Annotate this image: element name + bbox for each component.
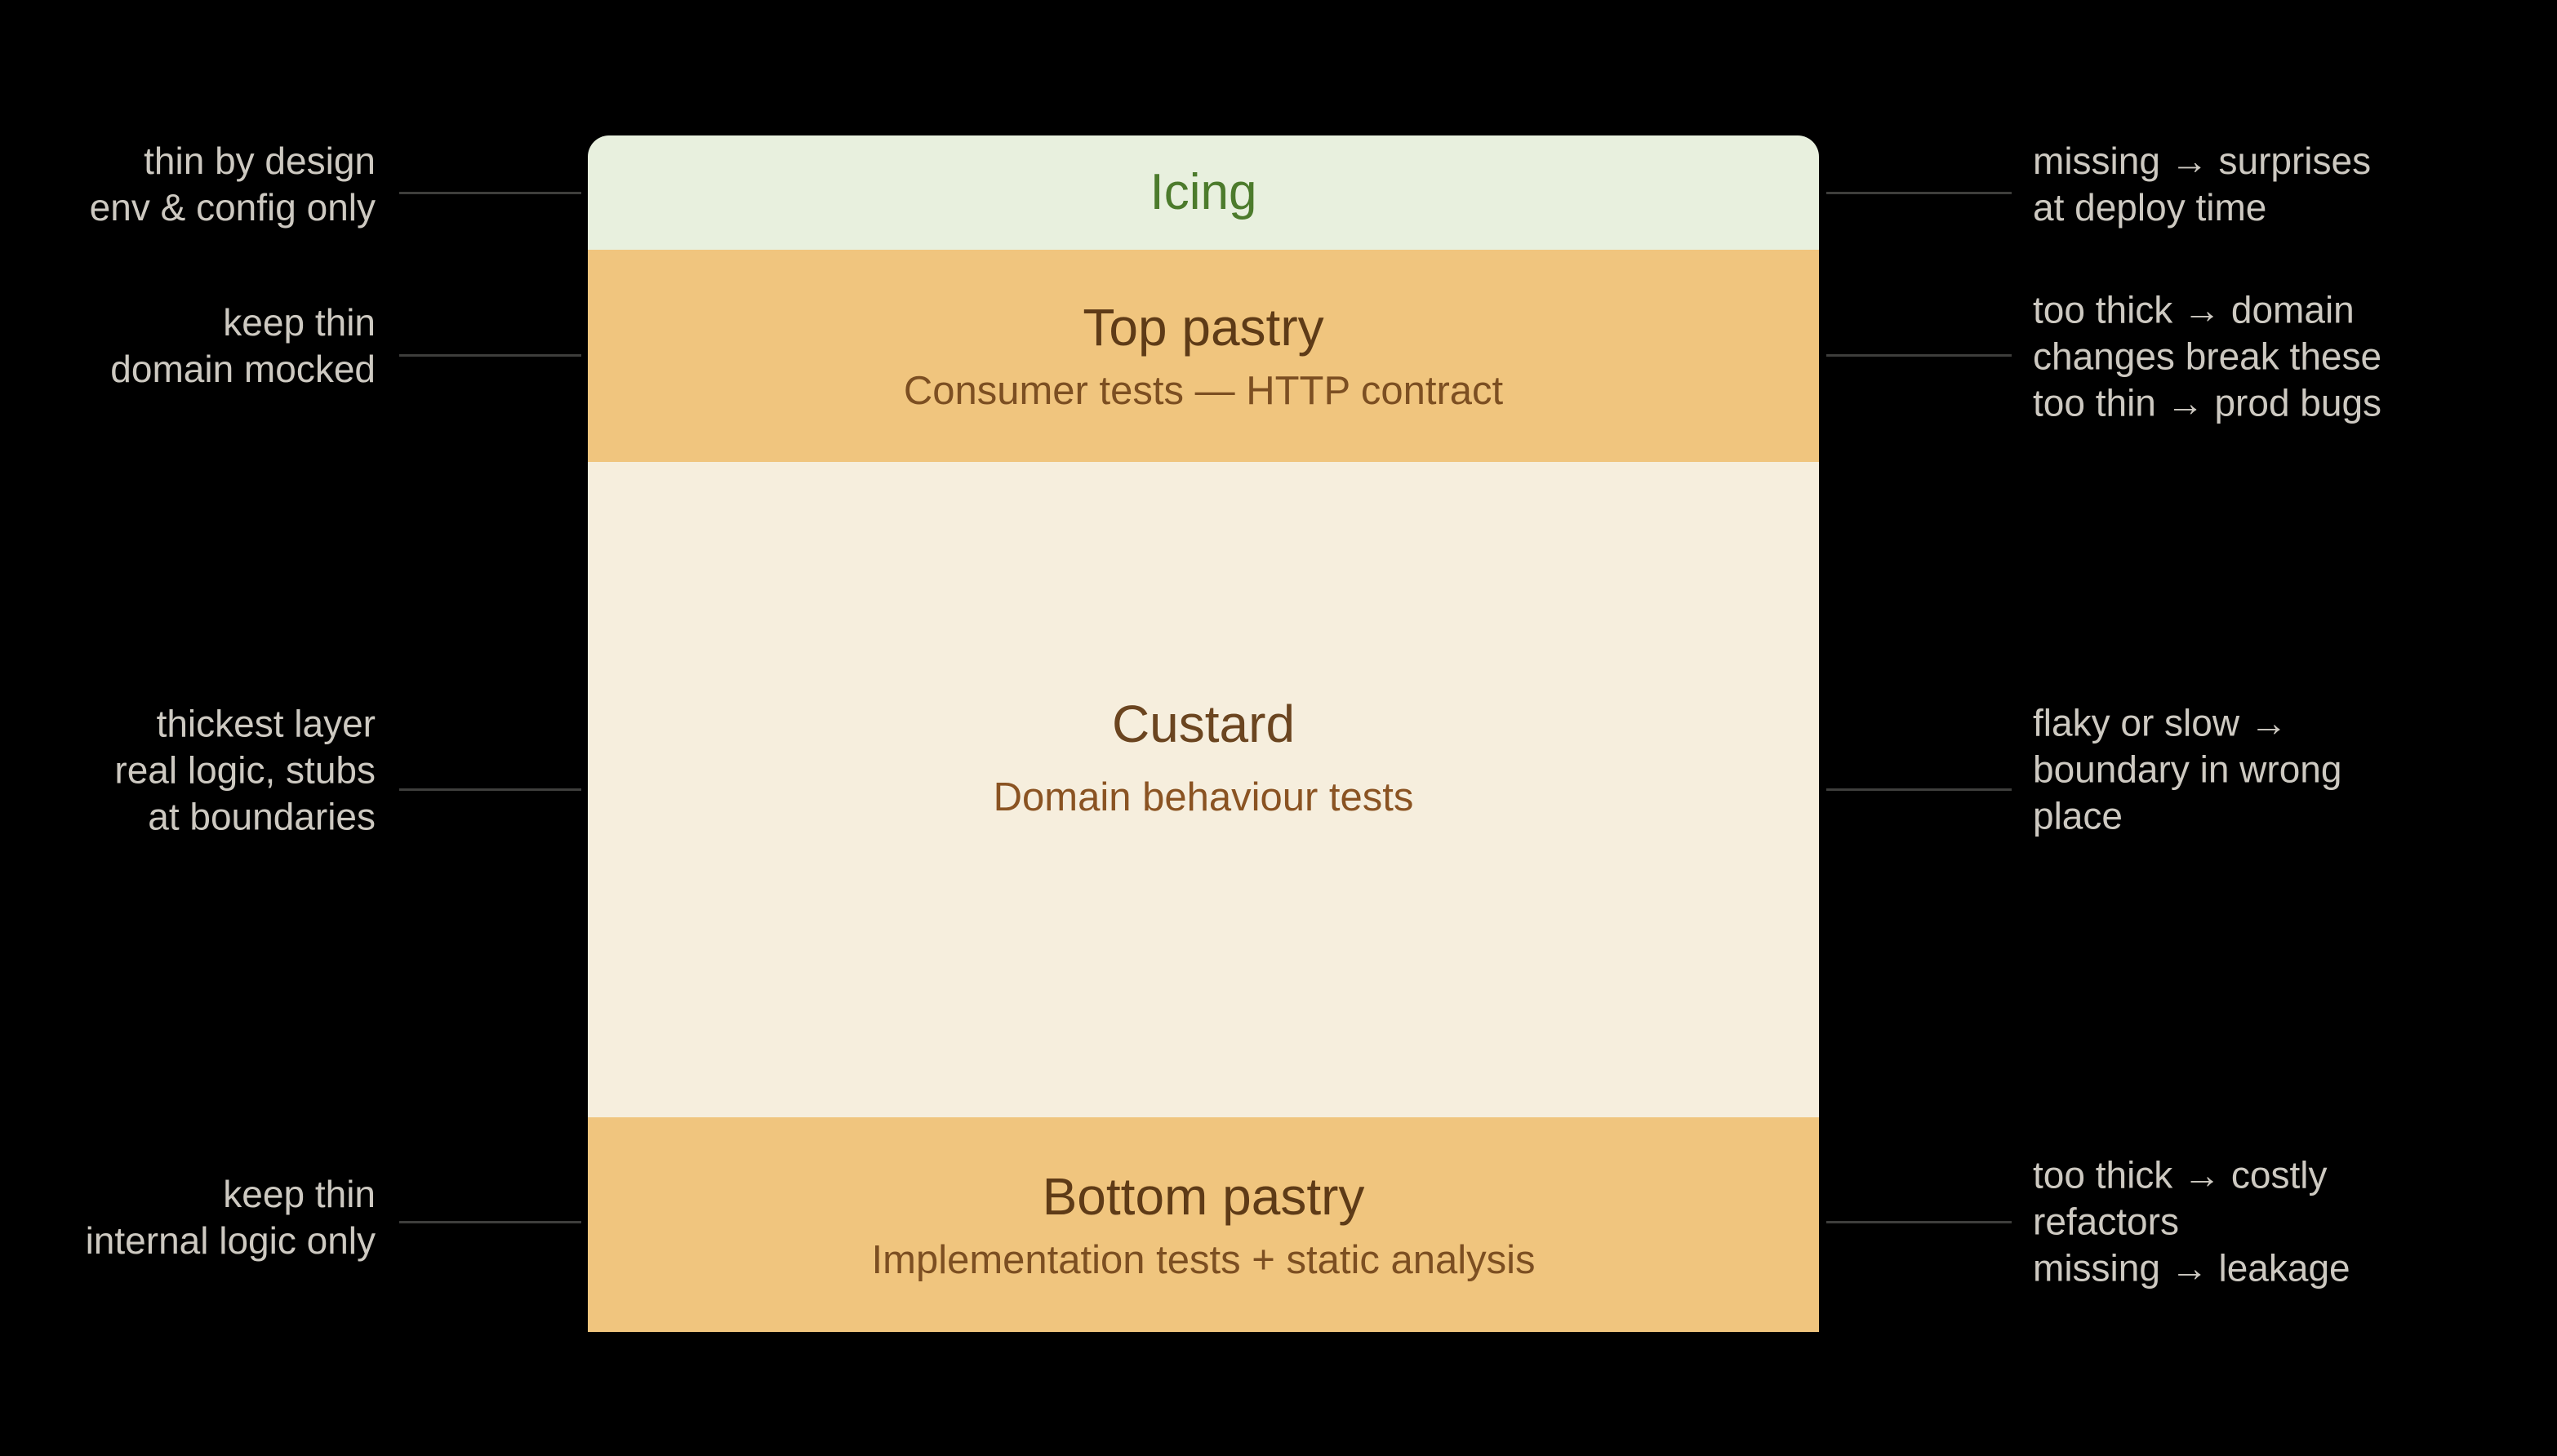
note-line: missing → surprises [2033, 140, 2372, 182]
connector-right-custard [1826, 788, 2012, 791]
note-left-icing: thin by design env & config only [16, 138, 376, 231]
note-line: at deploy time [2033, 186, 2267, 229]
layer-custard-content: Custard Domain behaviour tests [994, 693, 1414, 822]
note-right-top-pastry: too thick → domain changes break these t… [2033, 287, 2539, 427]
note-line: missing → leakage [2033, 1246, 2350, 1290]
note-line: too thin → prod bugs [2033, 381, 2382, 424]
note-line: too thick → costly [2033, 1153, 2328, 1196]
note-left-top-pastry: keep thin domain mocked [16, 300, 376, 393]
note-line: thin by design [144, 140, 376, 182]
layer-bottom-pastry: Bottom pastry Implementation tests + sta… [588, 1117, 1819, 1332]
layer-icing-title: Icing [1150, 164, 1257, 220]
note-line: at boundaries [148, 795, 376, 838]
note-line: thickest layer [156, 702, 376, 745]
note-line: internal logic only [85, 1219, 376, 1262]
connector-left-bottom-pastry [399, 1221, 581, 1223]
connector-right-icing [1826, 192, 2012, 194]
connector-left-custard [399, 788, 581, 791]
connector-left-icing [399, 192, 581, 194]
note-line: flaky or slow → [2033, 701, 2288, 744]
connector-right-bottom-pastry [1826, 1221, 2012, 1223]
note-right-bottom-pastry: too thick → costly refactors missing → l… [2033, 1152, 2539, 1292]
layer-icing: Icing [588, 135, 1819, 250]
layer-bottom-pastry-subtitle: Implementation tests + static analysis [871, 1237, 1536, 1282]
layer-top-pastry: Top pastry Consumer tests — HTTP contrac… [588, 250, 1819, 462]
connector-right-top-pastry [1826, 354, 2012, 357]
note-line: place [2033, 794, 2123, 837]
note-line: changes break these [2033, 335, 2382, 378]
note-right-custard: flaky or slow → boundary in wrong place [2033, 700, 2539, 840]
note-right-icing: missing → surprises at deploy time [2033, 138, 2539, 231]
layer-custard-subtitle: Domain behaviour tests [993, 775, 1414, 819]
note-line: boundary in wrong [2033, 748, 2342, 791]
note-line: refactors [2033, 1200, 2179, 1243]
connector-left-top-pastry [399, 354, 581, 357]
note-line: domain mocked [110, 348, 376, 390]
note-line: keep thin [223, 301, 376, 344]
layer-top-pastry-title: Top pastry [1083, 298, 1324, 357]
note-left-custard: thickest layer real logic, stubs at boun… [16, 701, 376, 841]
note-line: env & config only [89, 186, 376, 229]
note-line: too thick → domain [2033, 288, 2355, 331]
layer-bottom-pastry-title: Bottom pastry [1042, 1166, 1365, 1226]
layer-custard: Custard Domain behaviour tests [588, 462, 1819, 1117]
note-left-bottom-pastry: keep thin internal logic only [16, 1171, 376, 1264]
layer-top-pastry-subtitle: Consumer tests — HTTP contract [903, 369, 1504, 413]
cake-diagram: Icing Top pastry Consumer tests — HTTP c… [588, 135, 1819, 1332]
layer-custard-title: Custard [1111, 694, 1296, 753]
note-line: real logic, stubs [114, 748, 376, 792]
note-line: keep thin [223, 1173, 376, 1215]
